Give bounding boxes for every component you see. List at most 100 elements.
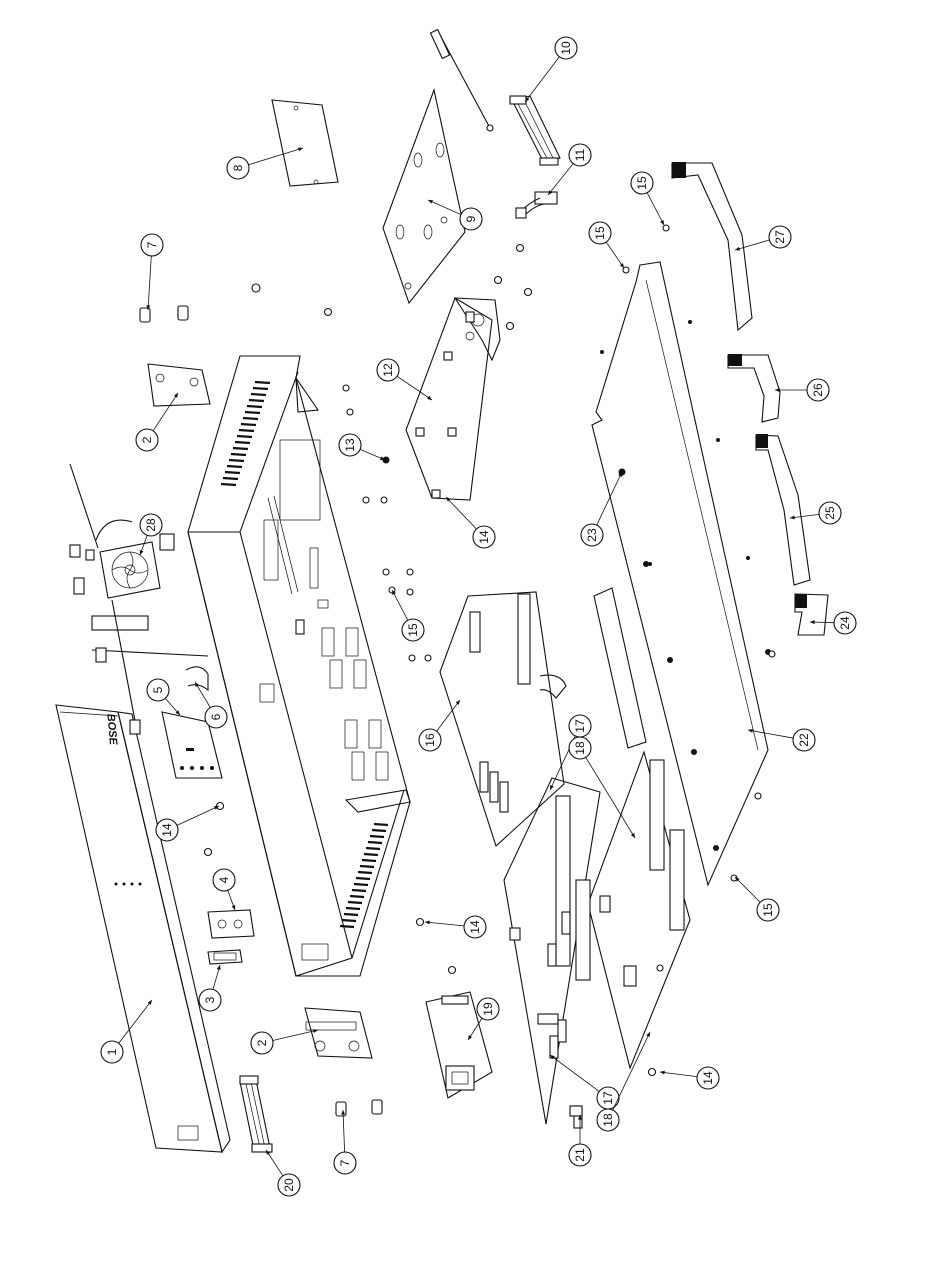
callout-leader-line: [550, 1055, 599, 1091]
callout-10: 10: [525, 37, 577, 102]
part-17-18-pcb-lower: [504, 752, 690, 1124]
part-2-bracket-rear: [148, 364, 210, 406]
callout-leader-line: [613, 1032, 650, 1110]
callout-18: 18: [597, 1032, 650, 1131]
callout-number: 26: [811, 383, 825, 397]
callout-leader-line: [177, 806, 219, 825]
callout-arrowhead: [790, 515, 795, 519]
callout-number: 13: [343, 438, 357, 452]
callout-15: 15: [589, 222, 624, 268]
callout-arrowhead: [748, 729, 753, 733]
part-1-front-panel: BOSE: [56, 705, 230, 1152]
callout-number: 6: [209, 713, 223, 720]
bose-logo: BOSE: [104, 713, 119, 746]
callout-15: 15: [631, 172, 664, 225]
callout-21: 21: [569, 1115, 591, 1166]
callout-20: 20: [266, 1150, 300, 1196]
callout-leader-line: [437, 700, 460, 731]
callout-number: 7: [145, 241, 159, 248]
part-9-plate: [383, 90, 465, 303]
callout-number: 1: [105, 1048, 119, 1055]
callout-14: 14: [425, 916, 486, 938]
callout-number: 2: [140, 436, 154, 443]
callout-number: 11: [573, 148, 587, 161]
callout-5: 5: [147, 679, 180, 715]
callout-15: 15: [392, 590, 424, 641]
callout-leader-line: [525, 57, 559, 102]
callout-24: 24: [810, 612, 856, 634]
callout-number: 14: [468, 920, 482, 934]
callout-leader-line: [153, 393, 178, 431]
callout-arrowhead: [298, 147, 303, 151]
callout-leader-line: [660, 1072, 697, 1077]
part-20-ribbon-harness: [240, 1076, 272, 1152]
callout-number: 2: [255, 1039, 269, 1046]
callout-number: 19: [481, 1002, 495, 1016]
callout-leader-line: [446, 497, 476, 529]
callout-26: 26: [775, 379, 829, 401]
callout-number: 25: [823, 506, 837, 520]
callout-arrowhead: [660, 1071, 665, 1075]
callout-leader-line: [425, 922, 464, 926]
part-26-ribbon-cable: [728, 354, 780, 422]
callout-14: 14: [156, 806, 219, 841]
callout-number: 3: [203, 996, 217, 1003]
callout-number: 14: [160, 823, 174, 837]
callout-number: 17: [601, 1091, 615, 1105]
callout-number: 17: [573, 719, 587, 733]
callout-2: 2: [136, 393, 178, 451]
callout-arrowhead: [217, 965, 221, 970]
part-27-ribbon-cable: [672, 162, 752, 330]
part-4-switch: [208, 910, 254, 938]
callout-arrowhead: [427, 396, 432, 400]
callout-arrowhead: [456, 700, 460, 705]
callout-number: 14: [477, 530, 491, 544]
part-24-ribbon-cable: [795, 594, 828, 635]
callout-25: 25: [790, 502, 841, 524]
callout-number: 15: [406, 623, 420, 637]
callout-16: 16: [419, 700, 460, 751]
callout-leader-line: [273, 1030, 318, 1041]
callout-leader-line: [397, 376, 432, 400]
callout-13: 13: [339, 434, 385, 460]
part-23-bar: [594, 588, 646, 748]
callout-arrowhead: [735, 247, 740, 251]
part-10-ribbon-harness: [430, 30, 560, 165]
part-11-connector: [516, 192, 557, 218]
part-16-pcb: [440, 592, 566, 846]
callout-number: 10: [559, 41, 573, 55]
callout-arrowhead: [810, 620, 815, 624]
callout-number: 23: [585, 528, 599, 542]
callout-2: 2: [251, 1029, 318, 1054]
callout-number: 21: [573, 1148, 587, 1162]
callout-3: 3: [199, 965, 221, 1011]
callout-number: 4: [217, 876, 231, 883]
callout-4: 4: [213, 869, 235, 910]
callout-14: 14: [446, 497, 495, 548]
callout-number: 18: [573, 741, 587, 755]
part-28-fan: [70, 464, 208, 734]
callout-6: 6: [195, 682, 227, 728]
callout-number: 12: [381, 363, 395, 377]
part-3-switch: [208, 950, 242, 964]
callout-23: 23: [581, 472, 622, 546]
callout-14: 14: [660, 1067, 719, 1089]
callout-arrowhead: [620, 263, 624, 268]
part-8-cover-plate: [272, 100, 338, 186]
callout-arrowhead: [468, 1035, 472, 1040]
callout-19: 19: [468, 998, 499, 1040]
callout-leader-line: [392, 590, 408, 620]
callout-number: 18: [601, 1113, 615, 1127]
callout-arrowhead: [174, 393, 178, 398]
callout-leader-line: [148, 256, 151, 310]
callout-number: 20: [282, 1178, 296, 1192]
callout-7: 7: [334, 1110, 356, 1174]
callout-leader-line: [606, 242, 624, 268]
callout-number: 16: [423, 733, 437, 747]
callout-leader-line: [266, 1150, 283, 1176]
callout-arrowhead: [140, 550, 144, 555]
callout-leader-line: [735, 240, 769, 250]
hardware-standoffs: [296, 620, 582, 1128]
